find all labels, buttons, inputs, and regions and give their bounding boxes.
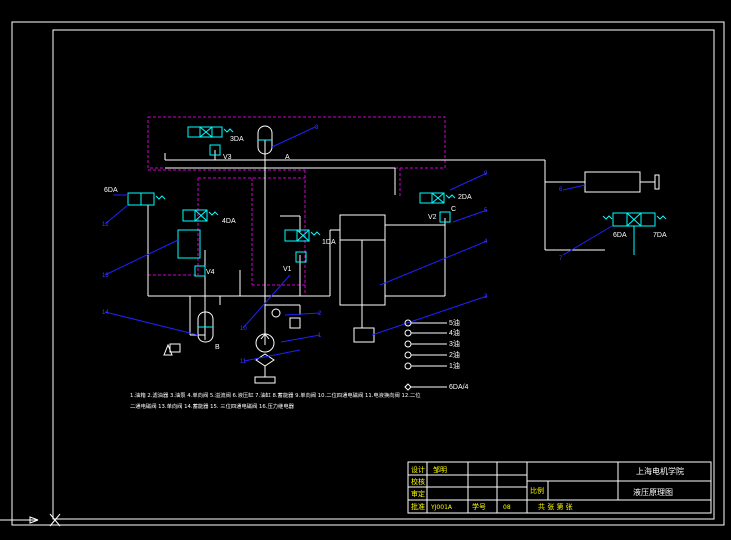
callout-14: 14 (102, 310, 109, 316)
tb-design-label: 设计 (411, 465, 425, 474)
clamp-cylinder (584, 171, 660, 193)
label-a: A (285, 154, 290, 161)
sheet-border (11, 21, 725, 526)
label-v2: V2 (428, 214, 437, 221)
main-cylinder (339, 214, 386, 343)
leader-lines (104, 126, 613, 362)
callout-6: 6 (559, 187, 563, 193)
tb-approve-label: 批准 (411, 502, 425, 511)
callout-9: 9 (484, 171, 488, 177)
callout-10: 10 (240, 326, 247, 332)
label-2da: 2DA (458, 194, 472, 201)
valve-2da (419, 192, 456, 223)
label-v4: V4 (206, 269, 215, 276)
label-b: B (215, 344, 220, 351)
callout-8: 8 (315, 125, 319, 131)
callout-4: 4 (484, 239, 488, 245)
sheet-arrow-marker (0, 513, 61, 527)
callout-3: 3 (484, 294, 488, 300)
tb-drawing-title: 液压原理图 (633, 487, 673, 497)
label-3da: 3DA (230, 136, 244, 143)
label-6da-left: 6DA (104, 187, 118, 194)
legend-item-3: 3油 (449, 339, 460, 348)
label-6da-right: 6DA (613, 232, 627, 239)
tb-check-label: 校核 (411, 477, 425, 486)
tb-ratio-label: 比例 (530, 486, 544, 495)
legend-item-6: 6DA/4 (449, 384, 469, 391)
label-v3: V3 (223, 154, 232, 161)
callout-5: 5 (484, 208, 488, 214)
valve-3da (187, 126, 234, 156)
tb-number-value: 08 (503, 504, 511, 511)
legend-markers (404, 319, 447, 391)
callout-2: 2 (318, 311, 322, 317)
parts-list-line-1: 1.油箱 2.滤油器 3.油泵 4.单向阀 5.溢流阀 6.液压缸 7.油缸 8… (130, 391, 421, 399)
callout-1: 1 (318, 333, 322, 339)
legend-item-1: 5油 (449, 318, 460, 327)
tb-sheets: 共 张 第 张 (538, 502, 573, 511)
valve-1da (284, 229, 321, 263)
legend-item-2: 4油 (449, 328, 460, 337)
accumulator-b (197, 311, 214, 343)
callout-13: 13 (102, 273, 109, 279)
label-1da: 1DA (322, 239, 336, 246)
hydraulic-lines (147, 140, 605, 345)
pilot-lines (147, 116, 446, 295)
tb-school: 上海电机学院 (636, 466, 684, 476)
tb-review-label: 审定 (411, 489, 425, 498)
accumulator-a (257, 125, 273, 155)
label-7da: 7DA (653, 232, 667, 239)
label-4da: 4DA (222, 218, 236, 225)
tb-design-name: 邹明 (433, 465, 447, 474)
legend-item-4: 2油 (449, 350, 460, 359)
valve-6da-7da (602, 212, 667, 255)
tb-number-label: 学号 (472, 502, 486, 511)
callout-11: 11 (240, 359, 247, 365)
title-block (407, 461, 712, 514)
valve-6da-left (127, 192, 166, 206)
pump-group (163, 308, 301, 384)
callout-7: 7 (559, 256, 563, 262)
parts-list-line-2: 二通电磁阀 13.单向阀 14.蓄能器 15. 三位四通电磁阀 16.压力继电器 (130, 402, 295, 410)
tb-approve-value: YJ001A (430, 504, 453, 511)
label-c: C (451, 206, 456, 213)
legend-item-5: 1油 (449, 361, 460, 370)
callout-12: 12 (102, 222, 109, 228)
valve-4da (177, 209, 219, 277)
label-v1: V1 (283, 266, 292, 273)
